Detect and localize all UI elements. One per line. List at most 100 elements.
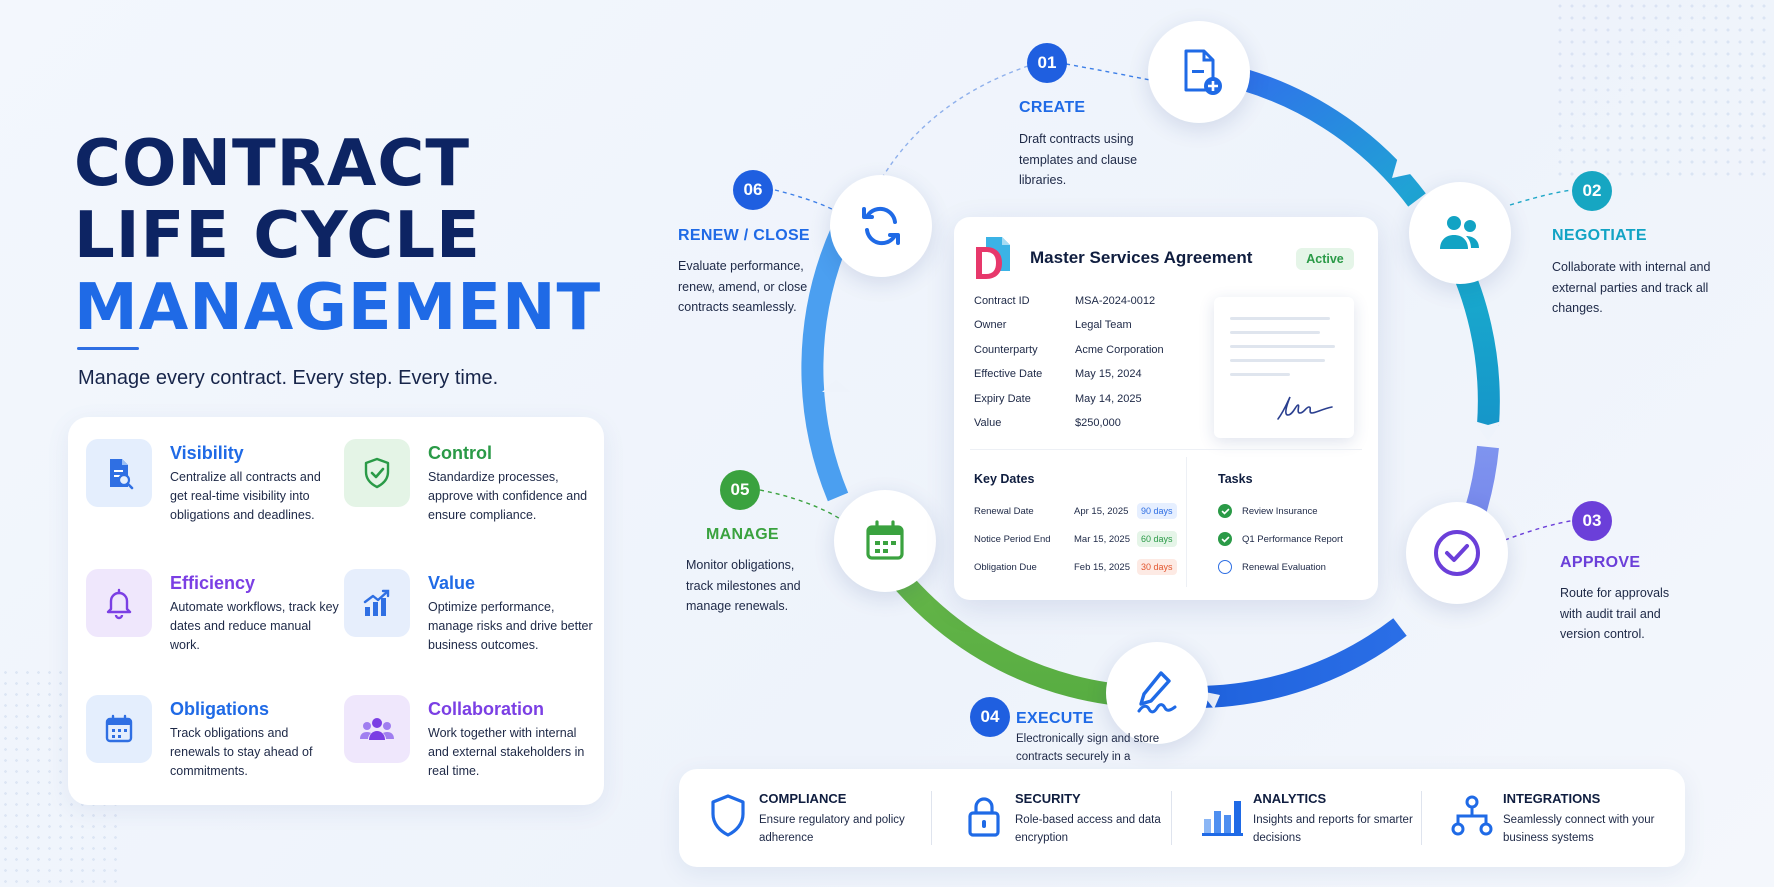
contract-title: Master Services Agreement: [1030, 248, 1253, 267]
step-node-negotiate[interactable]: [1409, 182, 1511, 284]
step-node-execute[interactable]: [1106, 642, 1208, 744]
title-underline: [77, 347, 139, 350]
step-desc: Evaluate performance, renew, amend, or c…: [678, 259, 808, 314]
signed-document-thumbnail: [1214, 297, 1354, 438]
field-value: MSA-2024-0012: [1075, 295, 1156, 307]
step-number: 04: [970, 697, 1010, 737]
tasks-title: Tasks: [1218, 472, 1253, 486]
field-row: Contract ID MSA-2024-0012: [974, 295, 1155, 307]
checkmark-icon[interactable]: [1218, 504, 1232, 518]
key-date-label: Notice Period End: [974, 534, 1051, 545]
document-logo-icon: [976, 237, 1010, 279]
step-title: APPROVE: [1560, 554, 1641, 571]
checkmark-icon[interactable]: [1218, 532, 1232, 546]
leader-line: [1065, 63, 1151, 81]
step-desc: Route for approvals with audit trail and…: [1560, 586, 1670, 641]
leader-line: [774, 189, 839, 213]
field-value: $250,000: [1075, 417, 1121, 429]
field-value: Acme Corporation: [1075, 344, 1164, 356]
step-desc: Monitor obligations, track milestones an…: [686, 558, 801, 613]
leader-line: [881, 65, 1029, 179]
step-number: 02: [1572, 171, 1612, 211]
step-desc: Draft contracts using templates and clau…: [1019, 132, 1138, 187]
calendar-icon: [866, 520, 904, 560]
step-title: RENEW / CLOSE: [678, 227, 810, 244]
field-label: Value: [974, 417, 1002, 429]
check-circle-icon: [1434, 530, 1480, 576]
contract-card[interactable]: Master Services Agreement Active Contrac…: [954, 217, 1378, 600]
benefit-desc: Work together with internal and external…: [428, 726, 585, 778]
feature-desc: Seamlessly connect with your business sy…: [1503, 814, 1655, 844]
field-row: Counterparty Acme Corporation: [974, 344, 1164, 356]
task-label: Review Insurance: [1242, 506, 1318, 517]
step-node-create[interactable]: [1148, 21, 1250, 123]
ring-segment-execute: [1191, 618, 1407, 709]
field-label: Owner: [974, 319, 1007, 331]
field-label: Expiry Date: [974, 393, 1031, 405]
feature-bar: COMPLIANCE Ensure regulatory and policy …: [679, 769, 1685, 867]
benefit-title: Visibility: [170, 443, 244, 463]
step-node-approve[interactable]: [1406, 502, 1508, 604]
leader-line: [1504, 519, 1577, 541]
key-date-value: Feb 15, 2025: [1074, 562, 1130, 573]
feature-title: COMPLIANCE: [759, 791, 847, 806]
key-date-value: Apr 15, 2025: [1074, 506, 1129, 517]
calendar-icon: [86, 695, 152, 763]
field-label: Counterparty: [974, 344, 1038, 356]
field-label: Contract ID: [974, 295, 1030, 307]
step-node-renew-close[interactable]: [830, 175, 932, 277]
feature-title: ANALYTICS: [1253, 791, 1327, 806]
hero-title: CONTRACT LIFE CYCLE MANAGEMENT: [74, 128, 601, 344]
key-date-row: Renewal Date Apr 15, 2025 90 days: [974, 503, 1177, 519]
divider: [931, 791, 932, 845]
field-row: Value $250,000: [974, 417, 1121, 429]
step-node-manage[interactable]: [834, 490, 936, 592]
benefit-title: Obligations: [170, 699, 269, 719]
hero-title-line: LIFE CYCLE: [74, 199, 481, 273]
benefit-title: Collaboration: [428, 699, 544, 719]
ring-segment-renew: [801, 225, 853, 502]
benefit-desc: Track obligations and renewals to stay a…: [170, 726, 313, 778]
empty-circle-icon[interactable]: [1218, 560, 1232, 574]
leader-line: [759, 489, 843, 521]
feature-title: SECURITY: [1015, 791, 1081, 806]
key-date-label: Obligation Due: [974, 562, 1037, 573]
document-add-icon: [1184, 49, 1222, 95]
bar-chart-icon: [1197, 791, 1247, 841]
step-number: 01: [1027, 43, 1067, 83]
field-value: May 15, 2024: [1075, 368, 1142, 380]
step-number: 06: [733, 170, 773, 210]
leader-line: [1509, 189, 1577, 206]
key-date-value: Mar 15, 2025: [1074, 534, 1130, 545]
days-pill: 90 days: [1137, 503, 1177, 519]
lock-icon: [959, 791, 1009, 841]
step-title: NEGOTIATE: [1552, 227, 1647, 244]
key-date-label: Renewal Date: [974, 506, 1034, 517]
hero-title-line: CONTRACT: [74, 127, 471, 201]
task-label: Renewal Evaluation: [1242, 562, 1326, 573]
benefit-title: Control: [428, 443, 492, 463]
benefit-desc: Standardize processes, approve with conf…: [428, 470, 588, 522]
step-title: EXECUTE: [1016, 710, 1094, 727]
field-value: Legal Team: [1075, 319, 1132, 331]
shield-check-icon: [344, 439, 410, 507]
step-title: MANAGE: [706, 526, 779, 543]
shield-icon: [703, 791, 753, 841]
feature-analytics: ANALYTICS Insights and reports for smart…: [1197, 769, 1413, 867]
feature-integrations: INTEGRATIONS Seamlessly connect with you…: [1447, 769, 1667, 867]
document-search-icon: [86, 439, 152, 507]
feature-title: INTEGRATIONS: [1503, 791, 1601, 806]
benefit-desc: Automate workflows, track key dates and …: [170, 600, 339, 652]
step-number: 05: [720, 470, 760, 510]
feature-desc: Ensure regulatory and policy adherence: [759, 814, 905, 844]
step-title: CREATE: [1019, 99, 1086, 116]
step-number: 03: [1572, 501, 1612, 541]
benefit-desc: Optimize performance, manage risks and d…: [428, 600, 593, 652]
feature-security: SECURITY Role-based access and data encr…: [959, 769, 1161, 867]
task-label: Q1 Performance Report: [1242, 534, 1343, 545]
step-desc: Collaborate with internal and external p…: [1552, 260, 1711, 315]
